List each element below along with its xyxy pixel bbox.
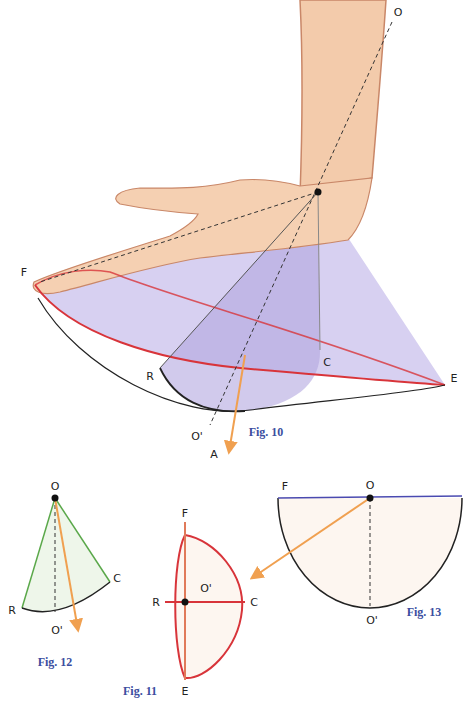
- orange-arrow: [229, 355, 245, 452]
- point-label: E: [182, 686, 189, 697]
- point-label: C: [323, 357, 331, 368]
- hand: [33, 178, 372, 294]
- circumduction-path: [160, 368, 245, 411]
- point-label: O': [366, 615, 378, 626]
- point-label: C: [250, 597, 258, 608]
- forearm: [300, 0, 386, 196]
- figure-caption: Fig. 11: [123, 685, 157, 697]
- point-label: O': [200, 583, 212, 594]
- point-label: A: [210, 449, 218, 460]
- base-curve: [35, 270, 445, 385]
- sector: [22, 498, 110, 612]
- point-label: O: [366, 480, 375, 491]
- point-label: R: [152, 597, 160, 608]
- axis-line: [210, 22, 392, 425]
- point-label: R: [146, 371, 154, 382]
- semicircle: [278, 498, 462, 608]
- point-label: F: [182, 508, 188, 519]
- point-label: O: [394, 7, 403, 18]
- figure-caption: Fig. 12: [38, 656, 73, 668]
- figure-caption: Fig. 13: [407, 606, 442, 618]
- point-label: R: [8, 605, 16, 616]
- point-label: O': [191, 431, 203, 442]
- point-label: F: [21, 267, 27, 278]
- point-label: O: [51, 481, 60, 492]
- point-label: E: [451, 373, 458, 384]
- point-label: O': [51, 625, 63, 636]
- point-label: F: [282, 481, 288, 492]
- base-curve: [35, 285, 445, 385]
- figure-caption: Fig. 10: [249, 426, 284, 438]
- point-label: C: [113, 573, 121, 584]
